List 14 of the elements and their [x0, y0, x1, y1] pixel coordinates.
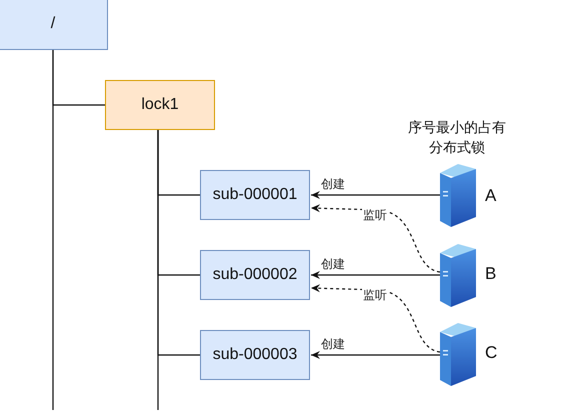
node-box: sub-000002 — [200, 250, 310, 300]
server-label: A — [485, 186, 496, 206]
tree-line — [157, 130, 159, 410]
node-box: sub-000001 — [200, 170, 310, 220]
server-label: B — [485, 264, 496, 284]
arrow — [311, 191, 440, 199]
arrow — [311, 351, 440, 359]
arrow — [311, 271, 440, 279]
server-label: C — [485, 343, 498, 363]
root-box: / — [0, 0, 108, 50]
node-box: lock1 — [105, 80, 215, 130]
note-text: 序号最小的占有分布式锁 — [407, 119, 507, 158]
tree-line — [52, 50, 54, 410]
node-box: sub-000003 — [200, 330, 310, 380]
